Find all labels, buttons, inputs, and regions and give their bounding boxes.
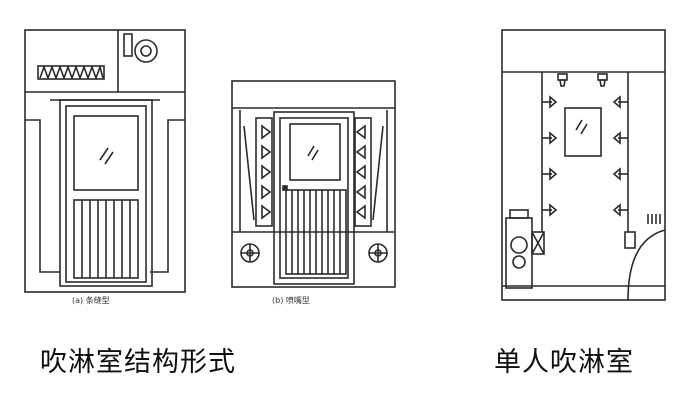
- fan-motor-icon: [505, 209, 545, 289]
- filter-coil-icon: [37, 64, 105, 81]
- right-fan-icon: [368, 243, 388, 263]
- caption-structure-types: 吹淋室结构形式: [40, 347, 236, 378]
- left-fan-icon: [240, 243, 260, 263]
- right-side-nozzles: [612, 95, 628, 217]
- door-panel: [59, 99, 153, 287]
- door-swing-arc: [624, 214, 666, 301]
- left-nozzle-column: [255, 117, 273, 227]
- fan-icon: [134, 39, 158, 63]
- sublabel-b: (b) 喷嘴型: [272, 295, 310, 305]
- sublabel-a: (a) 条缝型: [72, 295, 110, 305]
- ceiling-nozzle-icon: [557, 73, 608, 87]
- caption-single-person: 单人吹淋室: [494, 347, 634, 378]
- single-person-air-shower-drawing: [501, 29, 666, 301]
- right-nozzle-column: [354, 117, 372, 227]
- door-panel: [273, 111, 355, 285]
- nozzle-type-air-shower-drawing: (b) 喷嘴型: [231, 80, 396, 305]
- slit-type-air-shower-drawing: (a) 条缝型: [24, 29, 186, 305]
- left-side-nozzles: [542, 95, 558, 217]
